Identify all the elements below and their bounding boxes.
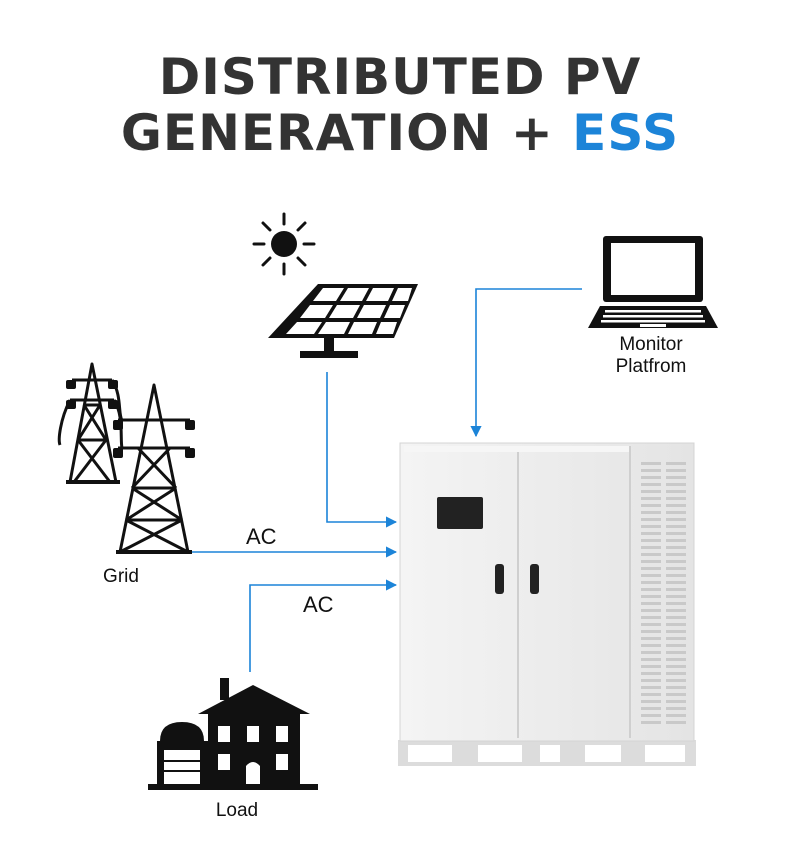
vent-slot [666, 518, 686, 521]
monitor-label: Monitor Platfrom [596, 334, 706, 378]
vent-slot [641, 721, 661, 724]
load-ac-label: AC [303, 592, 334, 617]
vent-slot [666, 616, 686, 619]
title-line-2: GENERATION + ESS [0, 102, 800, 164]
grid-ac-label: AC [246, 524, 277, 549]
load-label: Load [215, 800, 259, 821]
title-main: GENERATION + [120, 104, 554, 162]
vent-slot [641, 665, 661, 668]
vent-slot [666, 602, 686, 605]
vent-slot [641, 630, 661, 633]
vent-slot [641, 616, 661, 619]
vent-slot [641, 469, 661, 472]
vent-slot [666, 630, 686, 633]
vent-slot [641, 518, 661, 521]
vent-slot [641, 553, 661, 556]
vent-slot [641, 539, 661, 542]
vent-slot [666, 539, 686, 542]
vent-slot [641, 511, 661, 514]
connectors [192, 288, 582, 672]
vent-slot [666, 721, 686, 724]
vent-slot [666, 469, 686, 472]
vent-slot [641, 623, 661, 626]
vent-slot [666, 462, 686, 465]
vent-slot [641, 672, 661, 675]
vent-slot [641, 497, 661, 500]
vent-slot [666, 637, 686, 640]
vent-slot [666, 511, 686, 514]
vent-slot [641, 679, 661, 682]
vent-slot [666, 672, 686, 675]
vent-slot [641, 707, 661, 710]
vent-slot [641, 567, 661, 570]
vent-slot [641, 560, 661, 563]
vent-slot [641, 476, 661, 479]
vent-slot [641, 490, 661, 493]
vent-slot [666, 497, 686, 500]
grid-label: Grid [103, 566, 139, 587]
vent-slot [641, 588, 661, 591]
vent-slot [666, 525, 686, 528]
vent-slot [641, 574, 661, 577]
power-tower-icon [57, 362, 192, 554]
vent-slot [641, 644, 661, 647]
vent-slot [666, 714, 686, 717]
monitor-label-line2: Platfrom [615, 356, 687, 377]
vent-slot [666, 553, 686, 556]
title-line-1: DISTRIBUTED PV [158, 48, 642, 106]
monitor-connector [470, 288, 582, 438]
vent-slot [666, 588, 686, 591]
vent-slot [666, 665, 686, 668]
solar-connector [326, 372, 398, 528]
vent-slot [666, 651, 686, 654]
vent-slot [666, 574, 686, 577]
vent-slot [641, 602, 661, 605]
cabinet-vent [641, 462, 686, 724]
laptop-icon [588, 236, 718, 328]
house-icon [148, 678, 318, 790]
vent-slot [666, 700, 686, 703]
sun-icon [252, 212, 316, 276]
vent-slot [666, 707, 686, 710]
vent-slot [666, 644, 686, 647]
vent-slot [666, 679, 686, 682]
solar-panel-icon [268, 284, 418, 358]
monitor-label-line1: Monitor [619, 334, 683, 355]
vent-slot [641, 700, 661, 703]
vent-slot [641, 525, 661, 528]
vent-slot [666, 623, 686, 626]
insulator-icon [66, 380, 195, 458]
vent-slot [641, 581, 661, 584]
vent-slot [666, 595, 686, 598]
vent-slot [641, 532, 661, 535]
vent-slot [666, 532, 686, 535]
vent-slot [666, 581, 686, 584]
vent-slot [641, 504, 661, 507]
vent-slot [641, 483, 661, 486]
title-accent: ESS [572, 104, 680, 162]
vent-slot [666, 504, 686, 507]
vent-slot [666, 546, 686, 549]
vent-slot [666, 686, 686, 689]
vent-slot [641, 658, 661, 661]
vent-slot [641, 609, 661, 612]
vent-slot [641, 546, 661, 549]
vent-slot [666, 476, 686, 479]
vent-slot [666, 490, 686, 493]
vent-slot [641, 595, 661, 598]
vent-slot [641, 637, 661, 640]
vent-slot [641, 651, 661, 654]
vent-slot [666, 609, 686, 612]
vent-slot [666, 560, 686, 563]
vent-slot [666, 483, 686, 486]
load-connector [249, 579, 398, 672]
vent-slot [666, 567, 686, 570]
vent-slot [666, 658, 686, 661]
vent-slot [641, 686, 661, 689]
vent-slot [641, 462, 661, 465]
vent-slot [641, 693, 661, 696]
vent-slot [641, 714, 661, 717]
vent-slot [666, 693, 686, 696]
